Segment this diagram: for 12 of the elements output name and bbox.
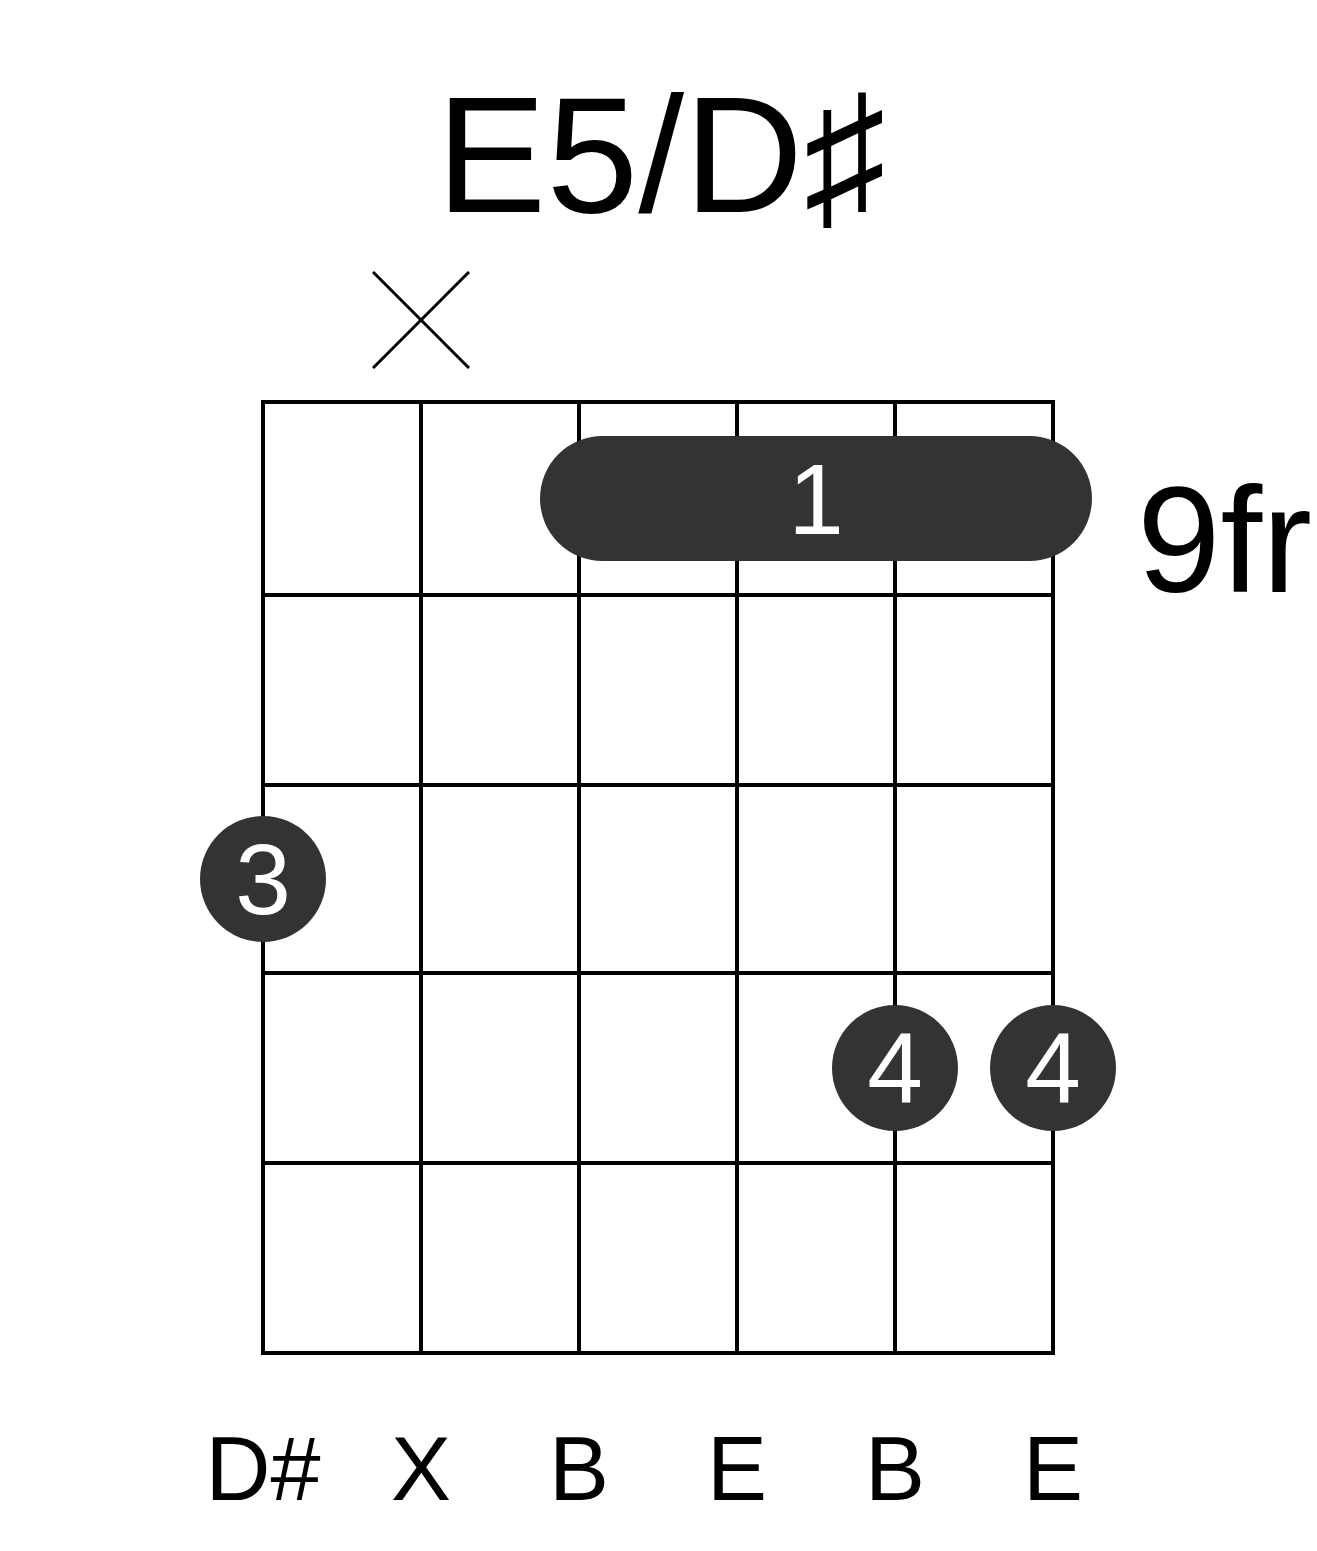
- chord-title: E5/D♯: [436, 73, 886, 238]
- string-note-label: X: [391, 1424, 451, 1514]
- string-note-label: B: [865, 1424, 925, 1514]
- string-note-label: E: [1023, 1424, 1083, 1514]
- finger-dot: 3: [200, 816, 326, 942]
- string-note-label: B: [549, 1424, 609, 1514]
- finger-dot: 4: [990, 1005, 1116, 1131]
- barre-bar: 1: [540, 436, 1092, 561]
- finger-dot: 4: [832, 1005, 958, 1131]
- fret-position-label: 9fr: [1137, 465, 1313, 615]
- string-note-label: E: [707, 1424, 767, 1514]
- string-note-label: D#: [205, 1424, 321, 1514]
